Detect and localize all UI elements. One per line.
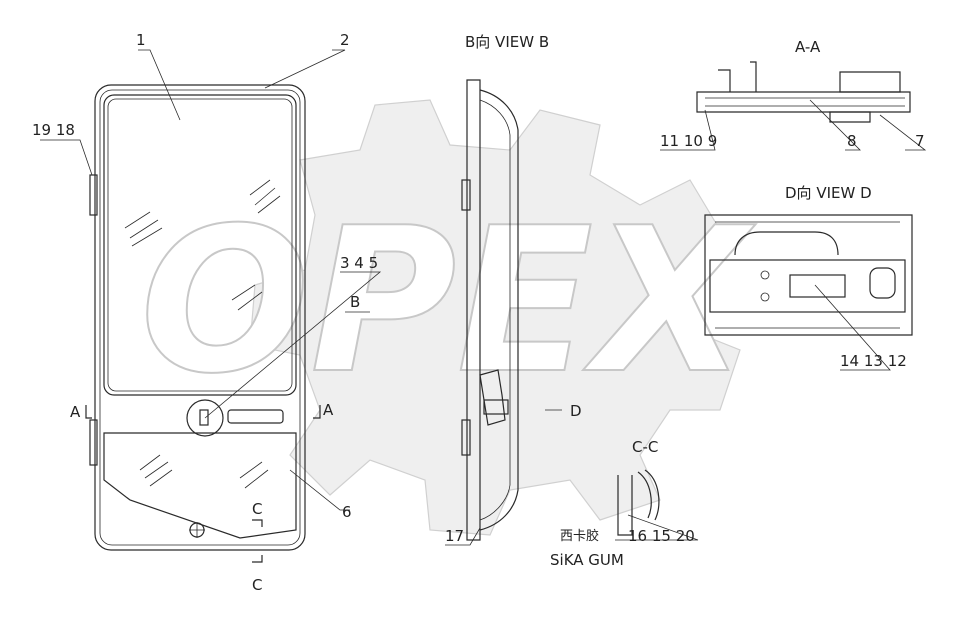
- labels: B向 VIEW B A-A D向 VIEW D C-C 1 2 19 18 3 …: [32, 31, 925, 594]
- section-markers: [85, 311, 370, 563]
- profile-lock: [483, 399, 509, 415]
- glass-hatch-3: [231, 284, 263, 311]
- leader-17: [445, 527, 481, 546]
- d-screw-1: [760, 270, 770, 280]
- note-sika-en: SiKA GUM: [550, 551, 624, 569]
- aa-lower-block: [829, 111, 871, 123]
- profile-frame: [466, 79, 481, 541]
- marker-c-upper-label: C: [252, 500, 262, 518]
- callout-16-15-20: 16 15 20: [628, 527, 695, 545]
- d-lock-body: [709, 259, 906, 313]
- watermark-gear: [249, 99, 741, 536]
- marker-c-lower: [252, 555, 263, 563]
- marker-a-right: [313, 405, 321, 419]
- aa-posts: [718, 61, 757, 92]
- profile-hinge-lower: [461, 419, 471, 456]
- view-d-title: D向 VIEW D: [785, 184, 872, 202]
- callout-8: 8: [847, 132, 857, 150]
- view-cc-title: C-C: [632, 438, 658, 456]
- callout-3-4-5: 3 4 5: [340, 254, 378, 272]
- d-frame-lines: [715, 221, 900, 329]
- leader-3-4-5: [204, 271, 382, 419]
- aa-handle-block: [839, 71, 901, 93]
- profile-curve-inner: [479, 99, 511, 521]
- door-lock: [186, 399, 224, 437]
- watermark-text: OPEX: [140, 185, 756, 418]
- leader-1: [138, 49, 181, 121]
- view-d: [704, 214, 913, 336]
- door-outer-frame: [94, 84, 306, 551]
- lock-cylinder: [199, 409, 209, 426]
- leader-2: [264, 49, 346, 89]
- profile-handle: [479, 369, 506, 426]
- upper-glass: [103, 94, 297, 396]
- lower-glass: [103, 432, 297, 539]
- view-b-title: B向 VIEW B: [465, 33, 549, 51]
- watermark: OPEX: [139, 99, 757, 536]
- callout-1: 1: [136, 31, 146, 49]
- callout-11-10-9: 11 10 9: [660, 132, 717, 150]
- d-screw-2: [760, 292, 770, 302]
- door-handle: [227, 409, 284, 424]
- cc-seal-outer: [644, 469, 660, 521]
- marker-c-upper: [252, 519, 263, 527]
- d-end-cap: [869, 267, 896, 299]
- marker-b-label: B: [350, 293, 360, 311]
- section-cc: [617, 469, 660, 536]
- door-inner-frame: [99, 89, 301, 546]
- hinge-upper: [89, 174, 98, 216]
- callout-19-18: 19 18: [32, 121, 75, 139]
- door-front-view: [89, 84, 306, 551]
- view-aa-title: A-A: [795, 38, 821, 56]
- callout-6: 6: [342, 503, 352, 521]
- cc-seal-inner: [637, 471, 652, 519]
- glass-hatch-2: [249, 179, 281, 214]
- leader-19-18: [40, 139, 93, 176]
- leader-11-10-9: [660, 109, 716, 151]
- note-sika-cn: 西卡胶: [560, 528, 599, 544]
- cc-profile: [617, 475, 633, 536]
- marker-a-left-label: A: [70, 403, 81, 421]
- profile-hinge-upper: [461, 179, 471, 211]
- glass-hatch-1: [124, 211, 163, 247]
- bottom-fixture-cross: [189, 522, 205, 538]
- d-handle: [734, 231, 839, 256]
- d-latch: [789, 274, 846, 298]
- marker-d-label: D: [570, 402, 582, 420]
- marker-a-left: [85, 405, 92, 419]
- view-b-profile: [461, 79, 519, 541]
- marker-a-right-label: A: [323, 401, 334, 419]
- hinge-lower: [89, 419, 98, 466]
- glass-hatch-4: [139, 454, 173, 487]
- callout-14-13-12: 14 13 12: [840, 352, 907, 370]
- callout-17: 17: [445, 527, 464, 545]
- glass-hatch-5: [239, 461, 269, 489]
- leader-lines: [40, 49, 927, 546]
- callout-7: 7: [915, 132, 925, 150]
- section-aa: [696, 61, 911, 123]
- d-outer: [704, 214, 913, 336]
- aa-body: [696, 91, 911, 113]
- leader-6: [289, 469, 350, 511]
- profile-curve-outer: [479, 89, 519, 531]
- aa-inner-lines: [705, 97, 905, 107]
- callout-2: 2: [340, 31, 350, 49]
- leader-14-13-12: [814, 284, 891, 371]
- marker-c-lower-label: C: [252, 576, 262, 594]
- leader-16-15-20: [615, 514, 699, 541]
- leader-8: [809, 99, 861, 151]
- upper-glass-inner: [107, 98, 293, 392]
- leader-7: [879, 114, 927, 151]
